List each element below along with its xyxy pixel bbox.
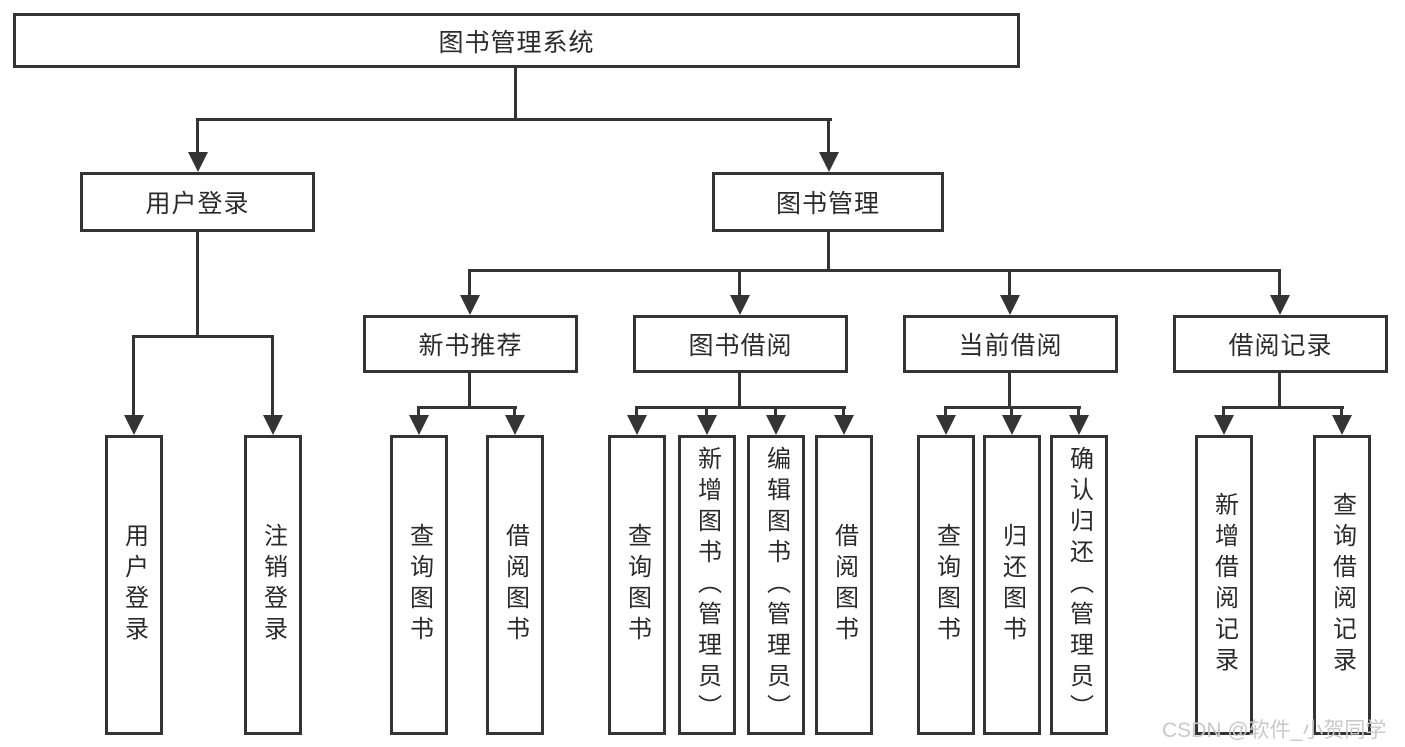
connector-line bbox=[635, 408, 638, 418]
connector-line bbox=[196, 118, 832, 121]
connector-line bbox=[1008, 373, 1011, 409]
node-borrowing-records: 借阅记录 bbox=[1173, 315, 1388, 373]
node-label: 注销登录 bbox=[259, 523, 287, 647]
arrow-down bbox=[1002, 415, 1022, 435]
connector-line bbox=[1278, 271, 1281, 297]
connector-line bbox=[196, 120, 199, 154]
connector-line bbox=[468, 269, 1281, 272]
connector-line bbox=[842, 408, 845, 418]
node-label: 新增图书（管理员） bbox=[693, 445, 721, 725]
connector-line bbox=[132, 337, 135, 417]
node-label: 编辑图书（管理员） bbox=[762, 445, 790, 725]
node-label: 新增借阅记录 bbox=[1210, 492, 1238, 678]
connector-line bbox=[271, 337, 274, 417]
node-user-login: 用户登录 bbox=[80, 172, 315, 232]
arrow-down bbox=[936, 415, 956, 435]
node-label: 确认归还（管理员） bbox=[1065, 445, 1093, 725]
node-label: 归还图书 bbox=[998, 523, 1026, 647]
node-label: 查询借阅记录 bbox=[1328, 492, 1356, 678]
node-label: 图书管理 bbox=[775, 190, 880, 218]
node-label: 借阅图书 bbox=[501, 523, 529, 647]
leaf-user-login: 用户登录 bbox=[105, 435, 163, 735]
connector-line bbox=[417, 408, 420, 418]
connector-line bbox=[417, 406, 517, 409]
arrow-down bbox=[1332, 415, 1352, 435]
node-new-book-recommend: 新书推荐 bbox=[363, 315, 578, 373]
node-book-borrowing: 图书借阅 bbox=[633, 315, 848, 373]
arrow-down bbox=[263, 415, 283, 435]
connector-line bbox=[468, 271, 471, 297]
leaf-add-books-admin: 新增图书（管理员） bbox=[678, 435, 736, 735]
connector-line bbox=[196, 232, 199, 337]
arrow-down bbox=[460, 295, 480, 315]
connector-line bbox=[1008, 271, 1011, 297]
arrow-down bbox=[819, 152, 839, 172]
arrow-down bbox=[1000, 295, 1020, 315]
connector-line bbox=[468, 373, 471, 409]
arrow-down bbox=[124, 415, 144, 435]
connector-line bbox=[635, 406, 846, 409]
arrow-down bbox=[834, 415, 854, 435]
connector-line bbox=[827, 120, 830, 154]
arrow-down bbox=[730, 295, 750, 315]
arrow-down bbox=[1270, 295, 1290, 315]
leaf-query-books-borrowing: 查询图书 bbox=[608, 435, 666, 735]
connector-line bbox=[1222, 406, 1344, 409]
node-label: 查询图书 bbox=[405, 523, 433, 647]
node-label: 借阅图书 bbox=[830, 523, 858, 647]
connector-line bbox=[738, 373, 741, 409]
node-label: 查询图书 bbox=[623, 523, 651, 647]
node-book-management: 图书管理 bbox=[712, 172, 944, 232]
arrow-down bbox=[1069, 415, 1089, 435]
connector-line bbox=[944, 406, 1081, 409]
node-library-management-system: 图书管理系统 bbox=[13, 13, 1020, 68]
leaf-confirm-return-admin: 确认归还（管理员） bbox=[1050, 435, 1108, 735]
connector-line bbox=[705, 408, 708, 418]
connector-line bbox=[1278, 373, 1281, 409]
connector-line bbox=[1222, 408, 1225, 418]
leaf-logout: 注销登录 bbox=[244, 435, 302, 735]
node-label: 当前借阅 bbox=[958, 332, 1063, 360]
arrow-down bbox=[409, 415, 429, 435]
arrow-down bbox=[1214, 415, 1234, 435]
node-label: 新书推荐 bbox=[418, 332, 523, 360]
leaf-borrow-books-recommend: 借阅图书 bbox=[486, 435, 544, 735]
connector-line bbox=[1010, 408, 1013, 418]
connector-line bbox=[132, 335, 274, 338]
arrow-down bbox=[505, 415, 525, 435]
leaf-query-books-recommend: 查询图书 bbox=[390, 435, 448, 735]
leaf-borrow-books: 借阅图书 bbox=[815, 435, 873, 735]
csdn-watermark: CSDN @软件_小贺同学 bbox=[1162, 719, 1387, 742]
node-label: 图书管理系统 bbox=[438, 28, 595, 57]
connector-line bbox=[738, 271, 741, 297]
leaf-query-borrow-record: 查询借阅记录 bbox=[1313, 435, 1371, 735]
leaf-return-books: 归还图书 bbox=[983, 435, 1041, 735]
leaf-query-books-current: 查询图书 bbox=[917, 435, 975, 735]
leaf-edit-books-admin: 编辑图书（管理员） bbox=[747, 435, 805, 735]
arrow-down bbox=[627, 415, 647, 435]
node-label: 用户登录 bbox=[120, 523, 148, 647]
arrow-down bbox=[697, 415, 717, 435]
connector-line bbox=[1340, 408, 1343, 418]
connector-line bbox=[944, 408, 947, 418]
arrow-down bbox=[766, 415, 786, 435]
connector-line bbox=[513, 408, 516, 418]
connector-line bbox=[1077, 408, 1080, 418]
node-label: 借阅记录 bbox=[1228, 332, 1333, 360]
connector-line bbox=[514, 68, 517, 120]
leaf-add-borrow-record: 新增借阅记录 bbox=[1195, 435, 1253, 735]
node-label: 图书借阅 bbox=[688, 332, 793, 360]
arrow-down bbox=[188, 152, 208, 172]
connector-line bbox=[774, 408, 777, 418]
node-current-borrowing: 当前借阅 bbox=[903, 315, 1118, 373]
connector-line bbox=[827, 232, 830, 272]
node-label: 用户登录 bbox=[145, 190, 250, 218]
node-label: 查询图书 bbox=[932, 523, 960, 647]
